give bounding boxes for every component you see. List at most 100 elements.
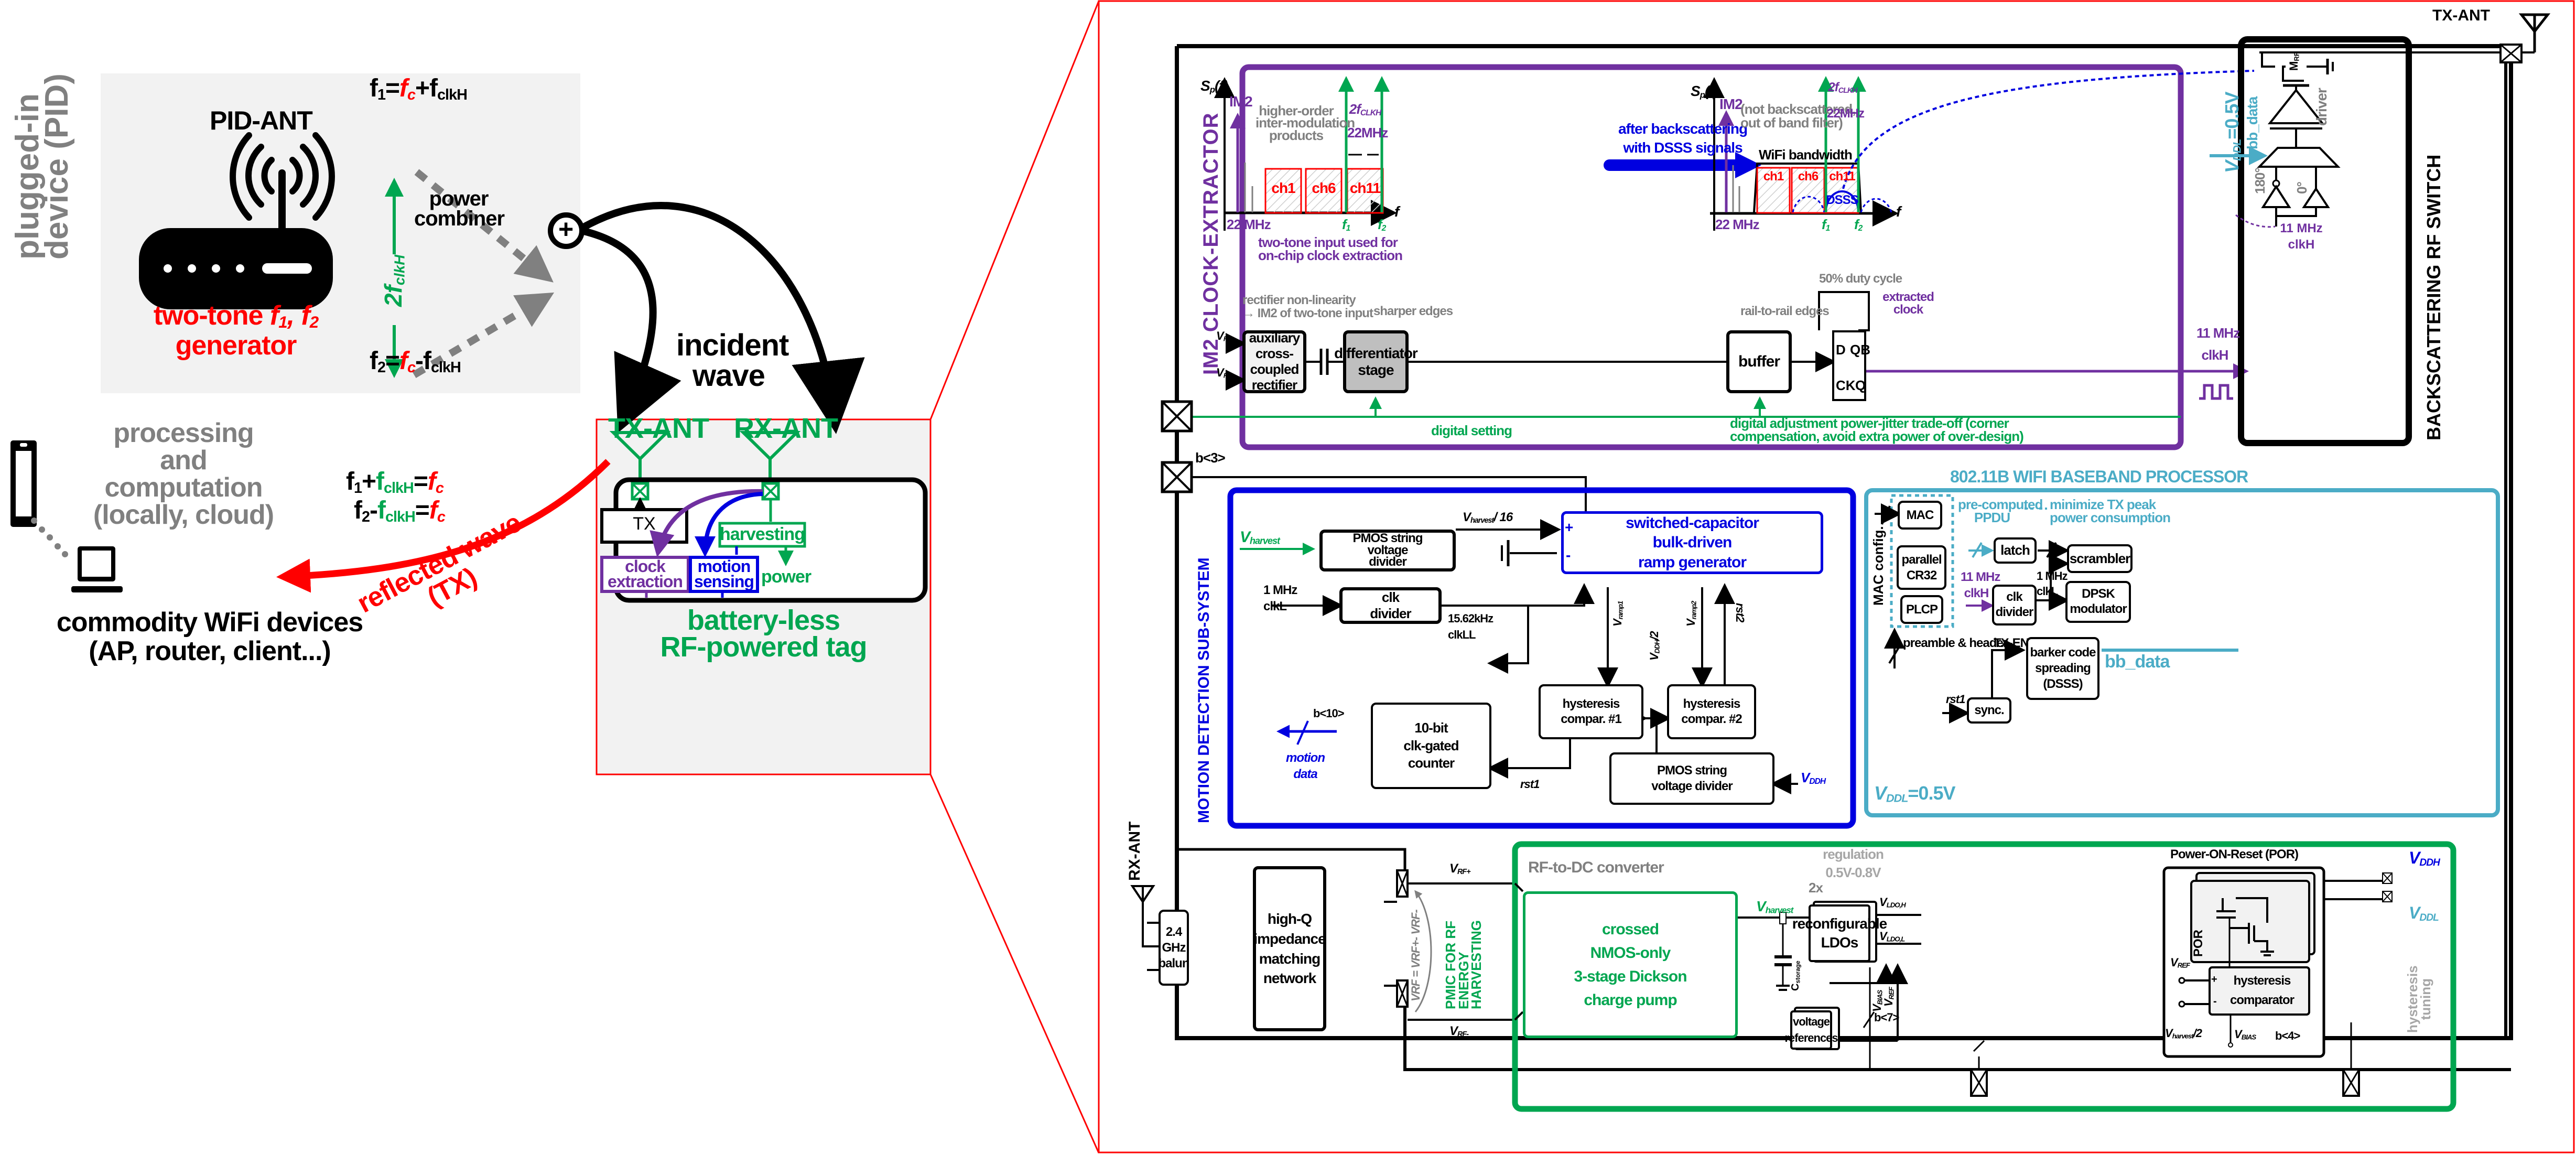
spacing-label: 2fclkH xyxy=(380,254,408,307)
spec1-ylabel: Sp(f) xyxy=(1200,78,1228,95)
spec2-im2-label: IM2 xyxy=(1719,96,1743,112)
laptop-icon xyxy=(71,546,123,592)
spec1-f2: f2 xyxy=(1378,217,1386,233)
scrambler-block: scrambler xyxy=(2067,544,2133,573)
mac-config-label: MAC config. xyxy=(1870,526,1886,606)
spec2-f1: f1 xyxy=(1822,217,1830,233)
baseband-wires xyxy=(1875,494,2238,724)
tag-power-label: power xyxy=(761,567,811,587)
baseband-rst1-label: rst1 xyxy=(1946,693,1965,706)
baseband-title: 802.11B WIFI BASEBAND PROCESSOR xyxy=(1950,467,2248,486)
pmic-vrf-plus: VRF+ xyxy=(1449,861,1471,876)
motion-rst1-label: rst1 xyxy=(1520,778,1540,791)
motion-vddh-input: VDDH xyxy=(1801,770,1826,786)
recovery-eq-2: f2-fclkH=fc xyxy=(354,497,446,525)
generator-label: two-tone f1, f2 generator xyxy=(153,300,319,361)
spec1-ch6: ch6 xyxy=(1312,180,1336,196)
baseband-vddl-label: VDDL=0.5V xyxy=(1874,782,1956,805)
baseband-box xyxy=(1864,488,2500,817)
chip-zoom-frame xyxy=(1098,0,2575,1153)
power-combiner-label: power combiner xyxy=(414,187,505,230)
pmic-vrf-minus: VRF- xyxy=(1449,1024,1469,1039)
por-label: POR xyxy=(2191,929,2205,957)
combiner-plus: + xyxy=(558,214,574,244)
digital-setting-label: digital setting xyxy=(1431,423,1512,438)
rf-switch-bb-data: bb_data xyxy=(2244,96,2260,149)
mac-block: MAC xyxy=(1898,501,1942,530)
b10-label: b<10> xyxy=(1313,707,1345,720)
vrf-minus-input: VRF- xyxy=(1216,366,1234,380)
tag-schematic xyxy=(600,431,928,603)
spec2-ylabel: Sp(f) xyxy=(1691,83,1718,100)
rf-switch-box xyxy=(2238,36,2412,446)
spec1-xlabel: f xyxy=(1394,203,1400,220)
vrf-equation: VRF = VRF+- VRF- xyxy=(1409,910,1422,1001)
spec2-dsss: DSSS xyxy=(1826,193,1858,207)
vldo-l-label: VLDO,L xyxy=(1879,930,1905,943)
spectrum-2 xyxy=(1704,70,2255,231)
spec2-im2-freq: 22 MHz xyxy=(1715,217,1760,232)
spec1-im2-freq: 22 MHz xyxy=(1227,217,1271,232)
sharper-edges-note: sharper edges xyxy=(1373,304,1453,318)
duty-cycle-note: 50% duty cycle xyxy=(1819,272,1902,286)
pid-side-label: plugged-in device (PID) xyxy=(9,73,75,260)
spec2-ch11: ch11 xyxy=(1829,169,1855,184)
tag-tx-ant-label: TX-ANT xyxy=(608,413,709,444)
tag-harvesting-block: harvesting xyxy=(720,524,805,544)
incident-wave-label: incident wave xyxy=(676,328,789,393)
ldo-vref-label: VREF xyxy=(1882,987,1896,1007)
motion-detection-title: MOTION DETECTION SUB-SYSTEM xyxy=(1195,557,1213,823)
pmic-vddh-output: VDDH xyxy=(2409,848,2440,868)
plcp-block: PLCP xyxy=(1900,595,1943,624)
vldo-h-label: VLDO,H xyxy=(1879,896,1906,909)
rectifier-note: rectifier non-linearity→ IM2 of two-tone… xyxy=(1242,293,1373,321)
pmic-vharvest-label: Vharvest xyxy=(1756,898,1793,915)
rf-dc-converter-title: RF-to-DC converter xyxy=(1528,859,1664,876)
sync-block: sync. xyxy=(1967,697,2011,724)
processing-label: processing and computation (locally, clo… xyxy=(93,418,274,530)
spec2-xlabel: f xyxy=(1896,203,1901,220)
tag-rx-ant-label: RX-ANT xyxy=(734,413,838,444)
comp-plus: + xyxy=(2211,974,2217,985)
tx-en-label: TX-EN xyxy=(1994,636,2029,650)
b3-label: b<3> xyxy=(1195,450,1226,466)
por-title: Power-ON-Reset (POR) xyxy=(2170,847,2299,861)
b4-label: b<4> xyxy=(2275,1029,2300,1042)
spec1-ch11: ch11 xyxy=(1349,180,1381,196)
deg-0-label: 0° xyxy=(2294,182,2310,194)
spec1-im2-label: IM2 xyxy=(1229,93,1253,110)
vramp1-label: Vramp1 xyxy=(1611,601,1625,627)
im2-chain-wires xyxy=(1190,291,2249,418)
recovery-eq-1: f1+fclkH=fc xyxy=(346,468,444,497)
pmic-wires xyxy=(1130,839,2511,1112)
driver-label: driver xyxy=(2313,88,2330,126)
pmic-vddl-output: VDDL xyxy=(2409,903,2439,923)
digital-adjustment-note: digital adjustment power-jitter trade-of… xyxy=(1730,415,2024,444)
